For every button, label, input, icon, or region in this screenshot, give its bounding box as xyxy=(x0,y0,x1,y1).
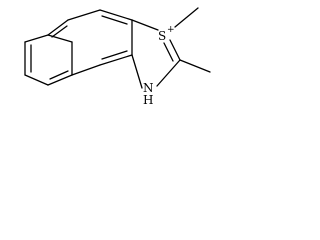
methyl-on-sulfur xyxy=(174,7,199,28)
bond-s-c2 xyxy=(169,39,181,61)
bond-c5-c6-double xyxy=(49,70,69,80)
bond-m2-m3-double xyxy=(101,15,128,25)
bond-c7-c2 xyxy=(47,34,73,43)
bond-n-c9a xyxy=(131,54,143,89)
five-membered-ring xyxy=(131,19,181,89)
bond-c1-c2-double xyxy=(51,25,68,38)
sulfur-charge-label: + xyxy=(167,25,175,35)
methyl-on-carbon xyxy=(179,59,211,73)
bond-c2-n xyxy=(156,59,181,87)
bond-c3a-s xyxy=(131,19,159,31)
bond-m2-m3 xyxy=(99,9,133,21)
bond-s-c2-double xyxy=(163,42,174,62)
left-benzene-ring xyxy=(24,19,73,86)
chemical-structure-diagram: S + N H xyxy=(24,7,211,107)
bond-m4-m5-double xyxy=(101,50,128,60)
bond-c2-c3 xyxy=(24,34,49,43)
bond-m1-m2 xyxy=(67,9,101,21)
bond-m4-m5 xyxy=(99,54,133,66)
methyl-groups xyxy=(174,7,211,73)
middle-benzene-ring xyxy=(67,9,133,76)
nitrogen-atom-label: N xyxy=(143,81,154,95)
nitrogen-hydrogen-label: H xyxy=(143,93,153,107)
bond-c5-c6 xyxy=(47,74,73,86)
bond-m5-m6 xyxy=(71,64,101,76)
bond-c1-c2 xyxy=(47,19,69,36)
sulfur-atom-label: S xyxy=(158,29,166,43)
bond-c4-c5 xyxy=(24,74,49,86)
